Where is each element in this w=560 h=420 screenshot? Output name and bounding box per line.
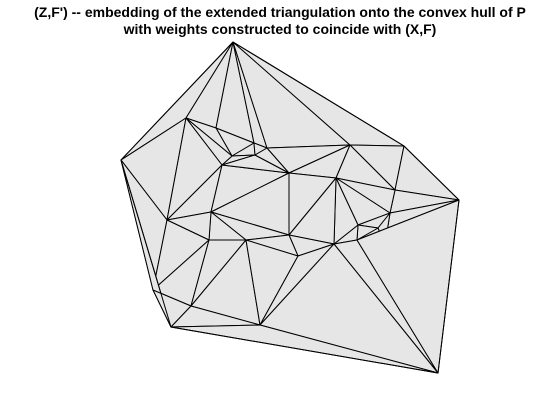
title-line-2: with weights constructed to coincide wit… [123,21,437,37]
triangulation-mesh [120,41,460,374]
title-line-1: (Z,F') -- embedding of the extended tria… [34,4,526,20]
figure-title: (Z,F') -- embedding of the extended tria… [0,4,560,38]
convex-hull-outline [120,41,460,374]
